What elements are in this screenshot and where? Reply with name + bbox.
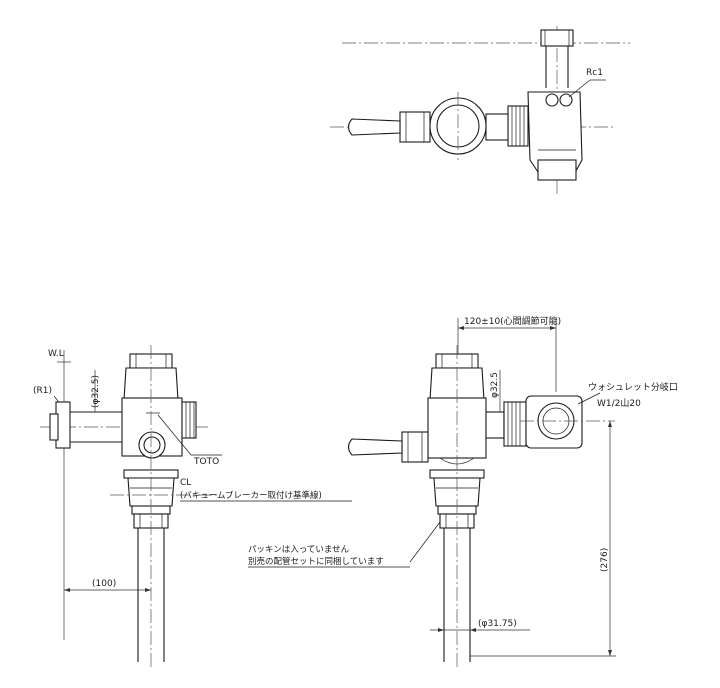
cl-title: CL: [180, 478, 191, 488]
top-view: Rc1: [330, 26, 630, 195]
dim-120-label: 120±10(心間調節可能): [464, 315, 561, 327]
washlet-branch-label: ウォシュレット分岐口: [588, 381, 678, 393]
washlet-thread-label: W1/2山20: [597, 398, 641, 409]
washlet-leader: [577, 392, 601, 405]
side-outlet-ring: [138, 431, 166, 459]
top-lever-handle: [347, 118, 401, 136]
rc1-leader: [568, 79, 591, 98]
front-lever-handle: [347, 438, 403, 456]
dim-276-label: (276): [600, 548, 610, 572]
front-union-nut: [503, 401, 527, 447]
rc1-label: Rc1: [586, 68, 603, 78]
dim-100-label: (100): [92, 579, 116, 589]
front-view: 120±10(心間調節可能) φ32.5 ウォシュレット分岐口 W1/2山20 …: [248, 315, 678, 668]
r1-label: (R1): [33, 386, 52, 396]
top-stub: [540, 29, 574, 47]
packing-leader: [409, 521, 441, 563]
phi325-right-label: φ32.5: [490, 372, 500, 398]
packing-note-line2: 別売の配管セットに同梱しています: [248, 556, 384, 567]
top-union-pipe: [485, 113, 509, 141]
front-handle-nut: [401, 431, 429, 463]
top-valve-foot: [537, 159, 577, 181]
phi325-left-label: (φ32.5): [91, 375, 101, 408]
rc1-port-left: [545, 93, 559, 107]
top-handle-nut: [399, 111, 431, 143]
wl-label: W.L: [48, 349, 64, 359]
toto-label: TOTO: [193, 457, 219, 467]
dim-phi3175-label: (φ31.75): [478, 619, 517, 629]
front-vb-body: [433, 477, 481, 507]
cl-note: (バキュームブレーカー取付け基準線): [180, 490, 322, 501]
toto-leader: [157, 414, 192, 456]
side-right-knob: [181, 401, 197, 439]
side-vb-body: [127, 477, 175, 507]
front-union-pipe: [485, 411, 505, 439]
top-union-nut: [507, 105, 529, 147]
packing-note-line1: パッキンは入っていません: [248, 545, 350, 555]
side-view: W.L (R1) (φ32.5) TOTO: [33, 345, 352, 668]
